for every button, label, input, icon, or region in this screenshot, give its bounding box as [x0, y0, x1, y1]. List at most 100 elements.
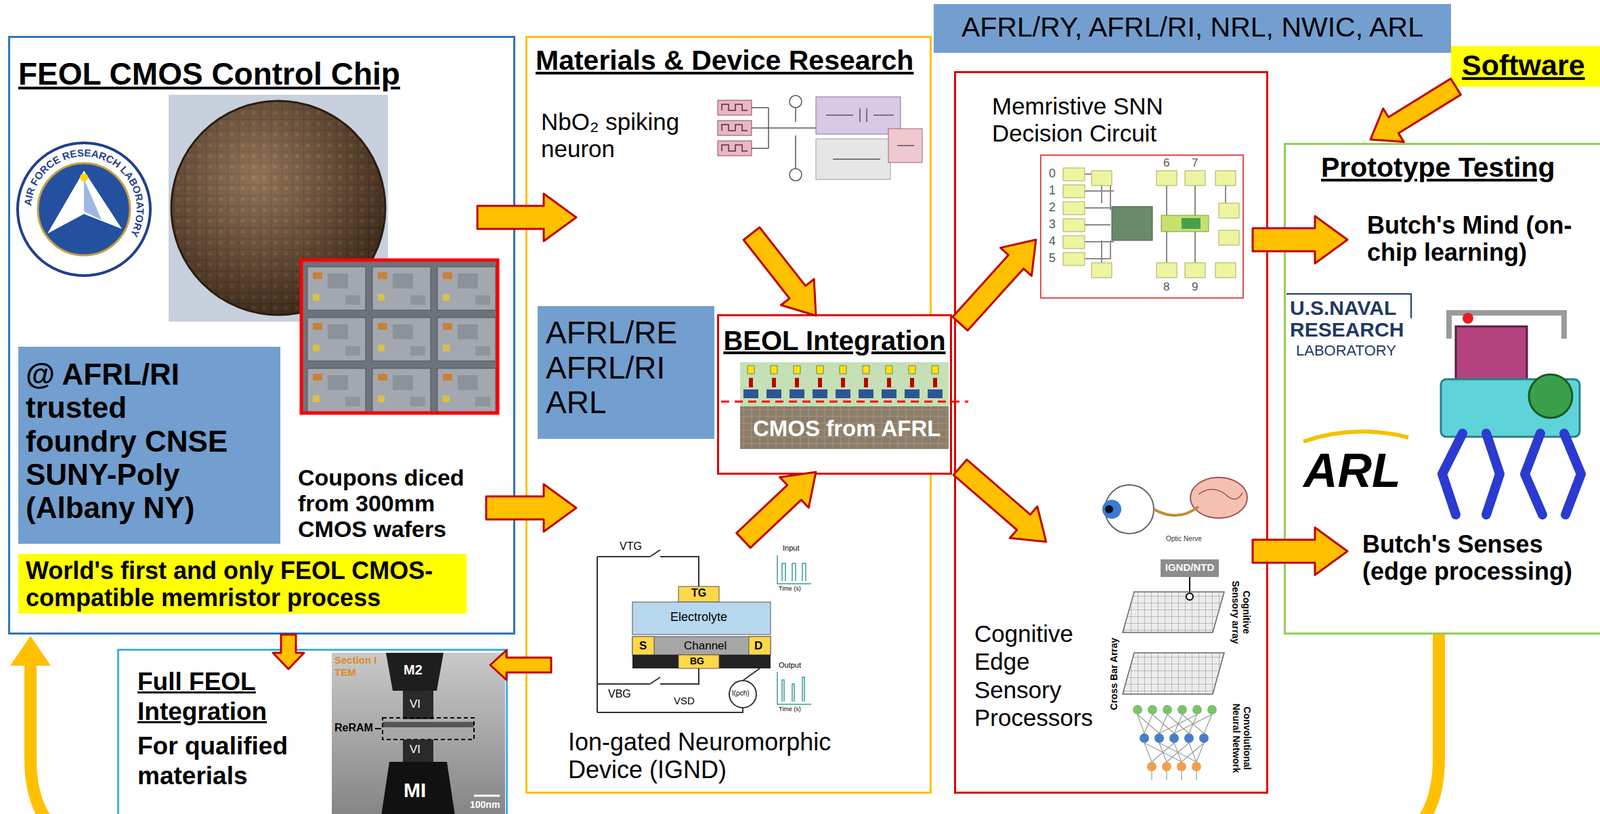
label-text-slot: VTG: [619, 540, 642, 553]
label-text-slot: 7: [1191, 156, 1198, 170]
block-arrow: [486, 484, 577, 532]
tem-image-part: [402, 739, 434, 762]
robot-dog-part: [1462, 312, 1474, 324]
robot-dog-part: [1528, 374, 1573, 418]
beol-cross-section: [721, 362, 969, 449]
label-text: ARL: [1303, 443, 1401, 499]
beol-cross-section-part: [747, 365, 939, 374]
device-box: IGND/NTD: [1160, 559, 1219, 577]
label-text-slot: Cognitive Sensory array: [1229, 576, 1252, 648]
snn-chip-layout-part: [1181, 218, 1201, 229]
tem-image-part: [382, 721, 474, 728]
beol-cross-section-part: [740, 362, 949, 407]
label-text: 5: [1048, 251, 1056, 266]
label-text: U.S.NAVAL: [1289, 296, 1397, 321]
label-text: 3: [1048, 217, 1056, 232]
eye-brain: [1102, 477, 1248, 534]
label-text-slot: ARL: [1303, 443, 1401, 499]
node-text-slot: AFRL/RY, AFRL/RI, NRL, NWIC, ARL: [933, 11, 1452, 44]
label-text-slot: 1: [1048, 183, 1056, 198]
label-text: Convolutional Neural Network: [1230, 700, 1253, 776]
block-arrow: [490, 650, 552, 680]
snn-chip-layout-part: [1063, 167, 1240, 278]
logo-ring-text: AIR FORCE RESEARCH LABORATORY: [21, 146, 147, 240]
node-text: IGND/NTD: [1165, 561, 1215, 573]
snn-chip-layout-part: [1161, 215, 1209, 232]
sensory-stack-part: [1132, 704, 1217, 715]
eye-brain-part: [1153, 506, 1199, 516]
label-text: 0: [1048, 166, 1056, 181]
node-text: NbO₂ spiking neuron: [541, 108, 704, 164]
beol-cross-section-part: [740, 406, 949, 449]
afrl-logo-part: [47, 170, 122, 234]
label-text-slot: Output: [778, 660, 802, 670]
afrl-logo-part: [79, 173, 89, 182]
nbo2-circuit-part: [717, 120, 752, 136]
block-arrow: [272, 634, 305, 669]
nbo2-circuit-part: [789, 95, 802, 108]
arl-logo-swoosh: [1303, 431, 1409, 442]
afrl-logo-part: [83, 178, 102, 221]
sensory-stack: [1122, 576, 1225, 781]
label-text-slot: 5: [1048, 251, 1056, 266]
label-text: ReRAM: [334, 721, 374, 734]
label-text: I(ρch): [731, 689, 750, 698]
eye-brain-part: [1198, 489, 1243, 500]
eye-brain-part: [1105, 484, 1154, 534]
node-text-slot: Full FEOL Integration: [137, 666, 331, 726]
sensory-stack-part: [1147, 761, 1202, 772]
label-text-slot: I(ρch): [731, 689, 750, 698]
arl-logo-swoosh-part: [1303, 431, 1409, 442]
ignd-circuit-part: [632, 636, 771, 655]
label-text: S: [639, 639, 647, 653]
node-text-slot: CMOS from AFRL: [752, 415, 950, 442]
highlight-box: World's first and only FEOL CMOS-compati…: [18, 553, 467, 614]
label-text: LABORATORY: [1295, 341, 1397, 359]
label-text-slot: 100nm: [469, 798, 500, 810]
ignd-circuit: [597, 549, 812, 713]
node-text-slot: Materials & Device Research: [535, 44, 929, 77]
label-text-slot: Time (s): [778, 705, 802, 713]
label-text: 4: [1048, 234, 1056, 249]
node-text: Prototype Testing: [1321, 151, 1555, 184]
tem-image-part: [382, 717, 474, 740]
org-box: AFRL/RE AFRL/RI ARL: [537, 306, 715, 439]
block-arrow: [736, 471, 816, 548]
sensory-stack-part: [1139, 733, 1209, 743]
node-text: Software: [1461, 48, 1586, 82]
ignd-circuit-part: [729, 680, 757, 708]
node-text: Memristive SNN Decision Circuit: [991, 92, 1189, 148]
block-arrow: [1370, 78, 1461, 143]
ignd-circuit-part: [748, 636, 771, 655]
label-text-slot: VBG: [608, 687, 632, 701]
nbo2-circuit-part: [721, 104, 748, 151]
afrl-logo-part: [17, 142, 151, 276]
label-text-slot: BG: [689, 655, 705, 667]
eye-brain-part: [1102, 499, 1122, 519]
snn-chip-layout-part: [1040, 155, 1244, 298]
label-text-slot: Convolutional Neural Network: [1230, 700, 1253, 776]
node-text-slot: NbO₂ spiking neuron: [541, 108, 704, 164]
foundry-box: @ AFRL/RI trusted foundry CNSE SUNY-Poly…: [18, 346, 281, 544]
label-text-slot: MI: [403, 778, 426, 803]
sensory-stack-part: [1122, 652, 1225, 695]
label-text-slot: LABORATORY: [1295, 341, 1397, 359]
node-text: World's first and only FEOL CMOS-compati…: [25, 557, 460, 611]
node-text: FEOL CMOS Control Chip: [18, 56, 401, 93]
robot-dog-part: [1442, 433, 1582, 515]
label-text-slot: Channel: [683, 639, 727, 653]
node-text: BEOL Integration: [723, 325, 946, 357]
label-text-slot: Input: [782, 543, 799, 553]
tem-image: [331, 652, 506, 814]
label-text-slot: Electrolyte: [670, 610, 728, 625]
label-text-slot: RESEARCH: [1289, 318, 1404, 342]
block-arrow: [1252, 215, 1348, 264]
label-text: Time (s): [778, 705, 802, 713]
label-text: 9: [1191, 280, 1198, 294]
label-text: VI: [409, 742, 421, 757]
label-text: Output: [778, 660, 802, 670]
ignd-circuit-part: [632, 601, 771, 635]
label-text-slot: TEM: [334, 666, 357, 678]
label-text-slot: 0: [1048, 166, 1056, 181]
